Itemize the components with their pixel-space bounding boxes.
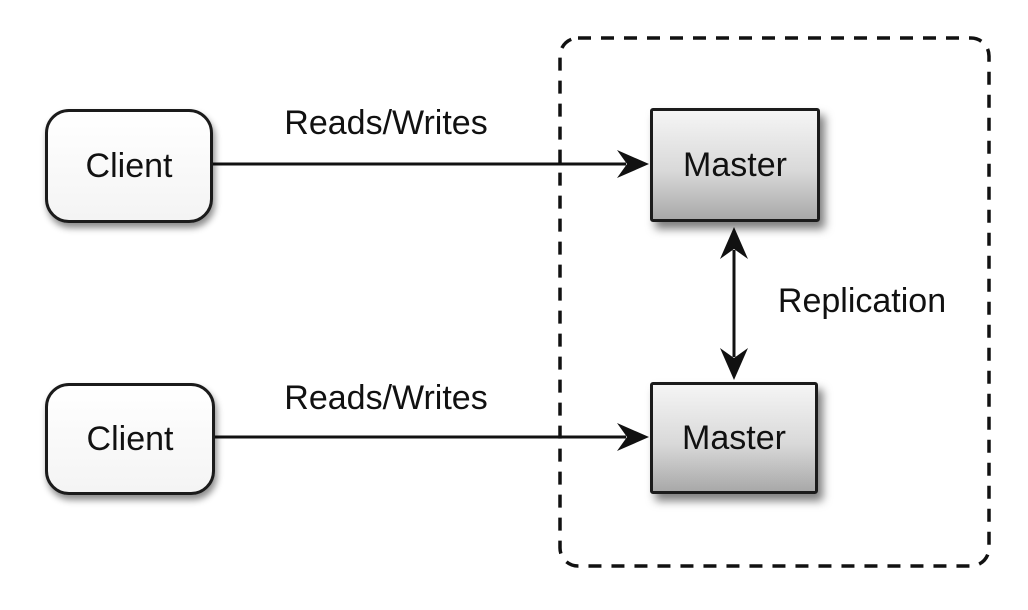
arrowhead-up-icon bbox=[720, 227, 748, 259]
node-client-1-label: Client bbox=[85, 146, 173, 185]
edge-label-reads-writes-top: Reads/Writes bbox=[284, 104, 488, 142]
arrowhead-right-icon bbox=[617, 423, 649, 451]
edge-label-reads-writes-bottom: Reads/Writes bbox=[284, 379, 488, 417]
node-client-2-label: Client bbox=[86, 419, 174, 458]
replication-group-boundary bbox=[558, 36, 991, 568]
node-master-2: Master bbox=[650, 382, 818, 494]
edge-label-replication: Replication bbox=[777, 282, 947, 320]
node-master-1-label: Master bbox=[683, 145, 787, 184]
node-master-2-label: Master bbox=[682, 418, 786, 457]
arrowhead-right-icon bbox=[617, 150, 649, 178]
node-client-1: Client bbox=[45, 109, 213, 223]
node-master-1: Master bbox=[650, 108, 820, 222]
arrowhead-down-icon bbox=[720, 348, 748, 380]
node-client-2: Client bbox=[45, 383, 215, 495]
